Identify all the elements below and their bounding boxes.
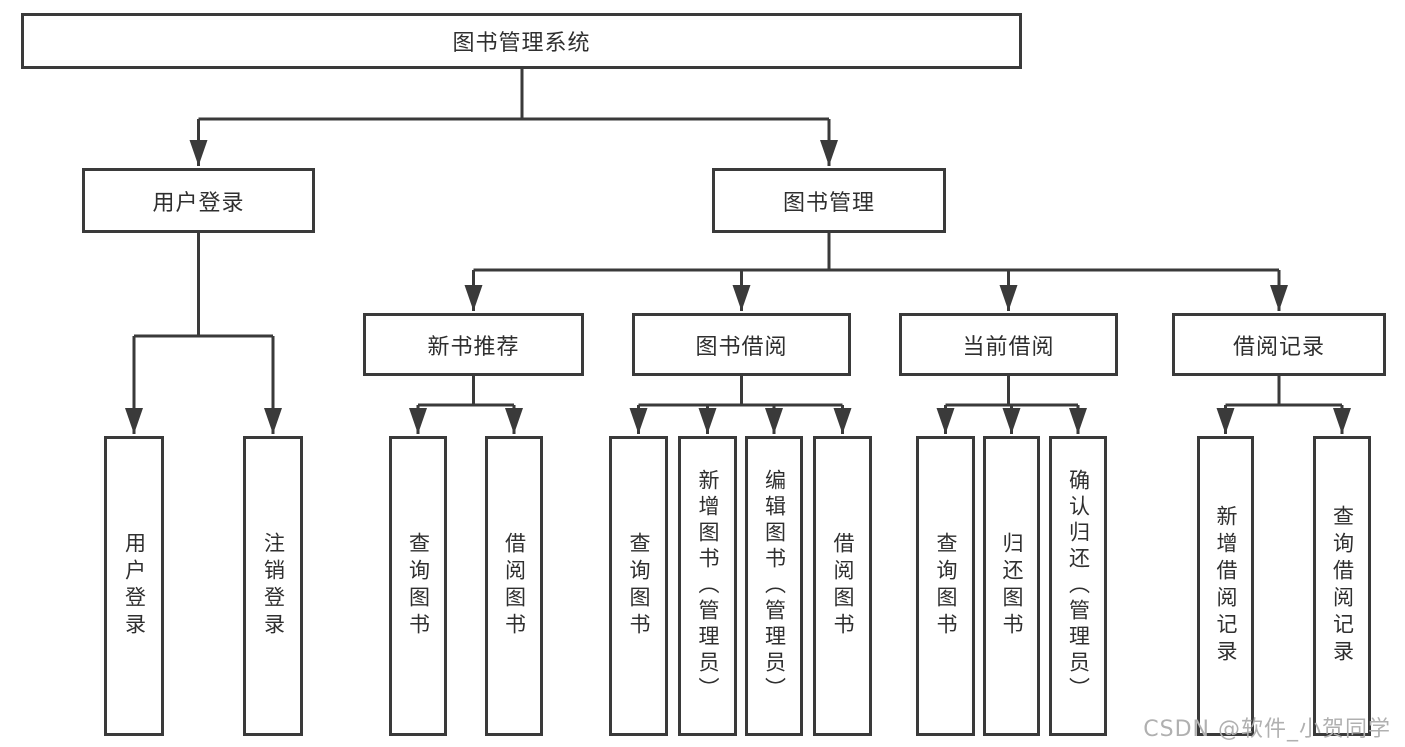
leaf-logout-login: 注销登录 xyxy=(243,436,303,736)
leaf-query-book: 查询图书 xyxy=(609,436,668,736)
node-current-borrow: 当前借阅 xyxy=(899,313,1118,376)
leaf-query-book: 查询图书 xyxy=(389,436,447,736)
leaf-query-borrow-record: 查询借阅记录 xyxy=(1313,436,1371,736)
node-root-library-system: 图书管理系统 xyxy=(21,13,1022,69)
leaf-return-book: 归还图书 xyxy=(983,436,1040,736)
leaf-add-book-admin: 新增图书（管理员） xyxy=(678,436,737,736)
leaf-add-borrow-record: 新增借阅记录 xyxy=(1197,436,1254,736)
node-book-borrow: 图书借阅 xyxy=(632,313,851,376)
leaf-borrow-book: 借阅图书 xyxy=(485,436,543,736)
node-new-book-recommend: 新书推荐 xyxy=(363,313,584,376)
node-borrow-record: 借阅记录 xyxy=(1172,313,1386,376)
leaf-confirm-return-admin: 确认归还（管理员） xyxy=(1049,436,1107,736)
leaf-query-book: 查询图书 xyxy=(916,436,975,736)
csdn-watermark: CSDN @软件_小贺同学 xyxy=(1143,717,1391,742)
leaf-borrow-book: 借阅图书 xyxy=(813,436,872,736)
node-book-management: 图书管理 xyxy=(712,168,946,233)
leaf-user-login: 用户登录 xyxy=(104,436,164,736)
leaf-edit-book-admin: 编辑图书（管理员） xyxy=(745,436,803,736)
node-user-login: 用户登录 xyxy=(82,168,315,233)
